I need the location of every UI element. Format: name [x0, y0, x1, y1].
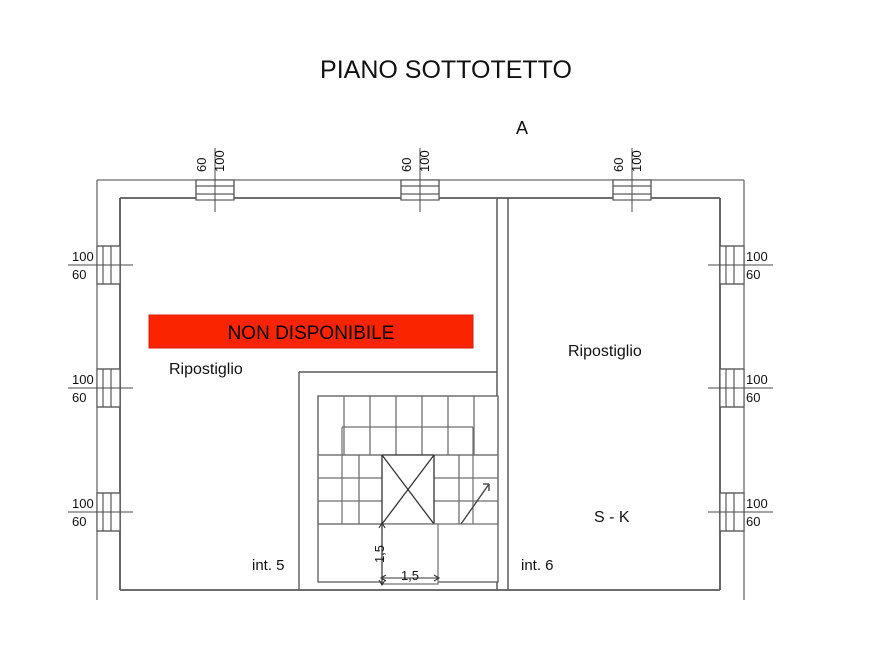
unavailable-banner	[148, 314, 474, 349]
window-top-2-height-label: 60	[399, 158, 414, 172]
window-top-1-height-label: 60	[194, 158, 209, 172]
window-top-3-height-label: 60	[611, 158, 626, 172]
unit-label-int-5: int. 5	[252, 557, 285, 574]
room-label-left-ripostiglio: Ripostiglio	[169, 361, 243, 378]
unavailable-banner-label: NON DISPONIBILE	[228, 323, 395, 344]
unit-label-int-6: int. 6	[521, 557, 554, 574]
window-top-3-width-label: 100	[629, 150, 644, 172]
window-left-3-width-label: 100	[72, 496, 94, 511]
window-right-3-height-label: 60	[746, 514, 760, 529]
window-right-2-height-label: 60	[746, 390, 760, 405]
window-left-1-width-label: 100	[72, 249, 94, 264]
window-left-1-height-label: 60	[72, 267, 86, 282]
stair-vertical-dimension-line	[378, 521, 386, 587]
room-label-right-ripostiglio: Ripostiglio	[568, 343, 642, 360]
building-label: A	[516, 118, 528, 138]
window-left-2-width-label: 100	[72, 372, 94, 387]
stair-landing-cross	[381, 454, 435, 525]
stair-direction-arrow-icon	[460, 483, 490, 525]
stair-dimension-square	[381, 523, 439, 585]
stair-horizontal-dimension-label: 1,5	[401, 568, 419, 583]
window-top-1-width-label: 100	[212, 150, 227, 172]
stair-treads-left	[317, 454, 382, 525]
stair-shaft-walls	[298, 371, 497, 590]
page-title: PIANO SOTTOTETTO	[320, 56, 572, 84]
window-top-2-width-label: 100	[417, 150, 432, 172]
window-right-2-width-label: 100	[746, 372, 768, 387]
window-left-3-height-label: 60	[72, 514, 86, 529]
stair-vertical-dimension-label: 1,5	[372, 545, 387, 563]
stair-horizontal-dimension-line	[379, 574, 441, 582]
stair-treads-right	[434, 454, 499, 525]
window-right-3-width-label: 100	[746, 496, 768, 511]
window-left-2-height-label: 60	[72, 390, 86, 405]
room-label-right-sk: S - K	[594, 509, 630, 526]
window-right-1-width-label: 100	[746, 249, 768, 264]
window-right-1-height-label: 60	[746, 267, 760, 282]
